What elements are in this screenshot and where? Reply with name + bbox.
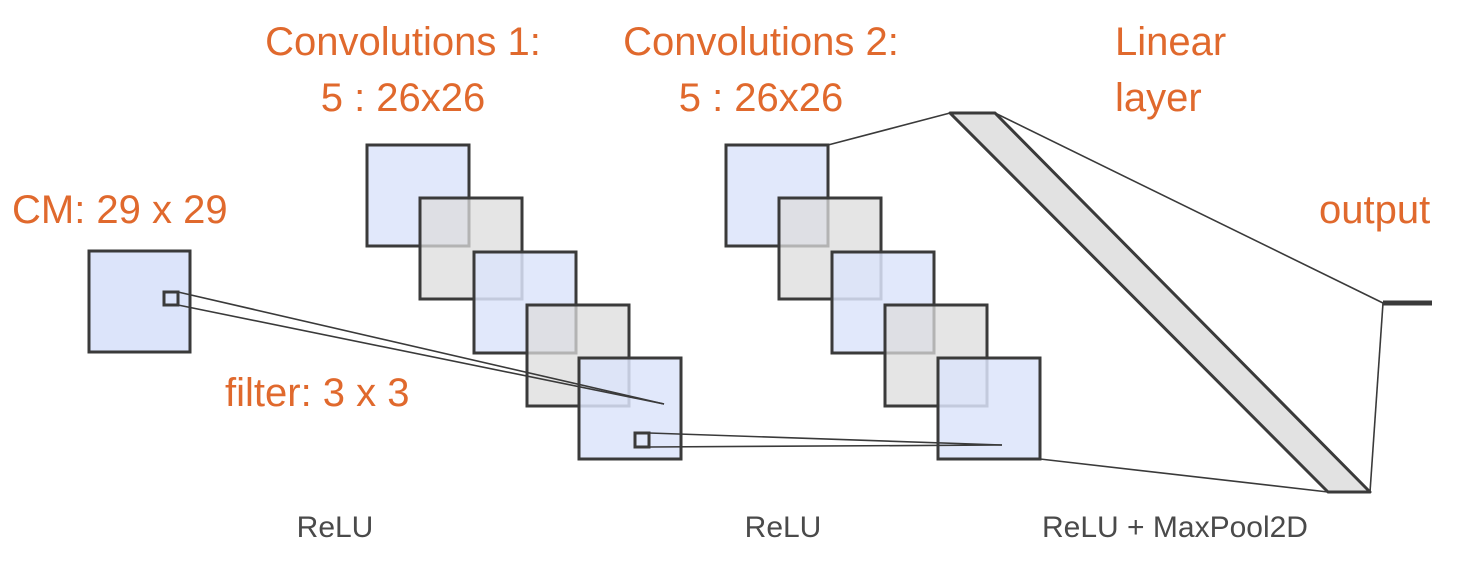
conv1-title: Convolutions 1:: [265, 20, 541, 64]
output-label: output: [1319, 188, 1431, 232]
input-label: CM: 29 x 29: [12, 188, 228, 232]
conv2-to-linear-line-bottom: [1039, 458, 1329, 493]
linear-to-output-line-bottom: [1369, 302, 1384, 493]
input-map: [87, 249, 192, 354]
conv1-stack: [365, 143, 683, 461]
conv1-filter-window: [633, 431, 651, 449]
conv2-shape: 5 : 26x26: [678, 76, 844, 120]
conv2-stack: [724, 143, 1042, 461]
connection-lines: [177, 112, 1384, 493]
input-filter-window: [162, 290, 180, 307]
input-to-conv1-line-top: [177, 291, 665, 405]
conv2-map-5: [936, 356, 1042, 461]
activation-label-3: ReLU + MaxPool2D: [1042, 511, 1308, 544]
linear-to-output-line-top: [994, 112, 1384, 304]
conv1-shape: 5 : 26x26: [320, 76, 486, 120]
conv2-title: Convolutions 2:: [623, 20, 899, 64]
activation-label-2: ReLU: [744, 511, 822, 544]
activation-label-1: ReLU: [296, 511, 374, 544]
linear-label-line2: layer: [1115, 76, 1202, 120]
linear-label-line1: Linear: [1115, 20, 1227, 64]
conv1-to-conv2-line-top: [648, 432, 1003, 446]
input-to-conv1-line-bottom: [177, 304, 665, 405]
conv1-to-conv2-line-bottom: [648, 444, 1003, 448]
conv1-map-5: [577, 356, 683, 461]
conv1-map-3: [472, 250, 578, 355]
conv2-to-linear-line-top: [827, 112, 951, 146]
filter-label: filter: 3 x 3: [225, 371, 410, 415]
